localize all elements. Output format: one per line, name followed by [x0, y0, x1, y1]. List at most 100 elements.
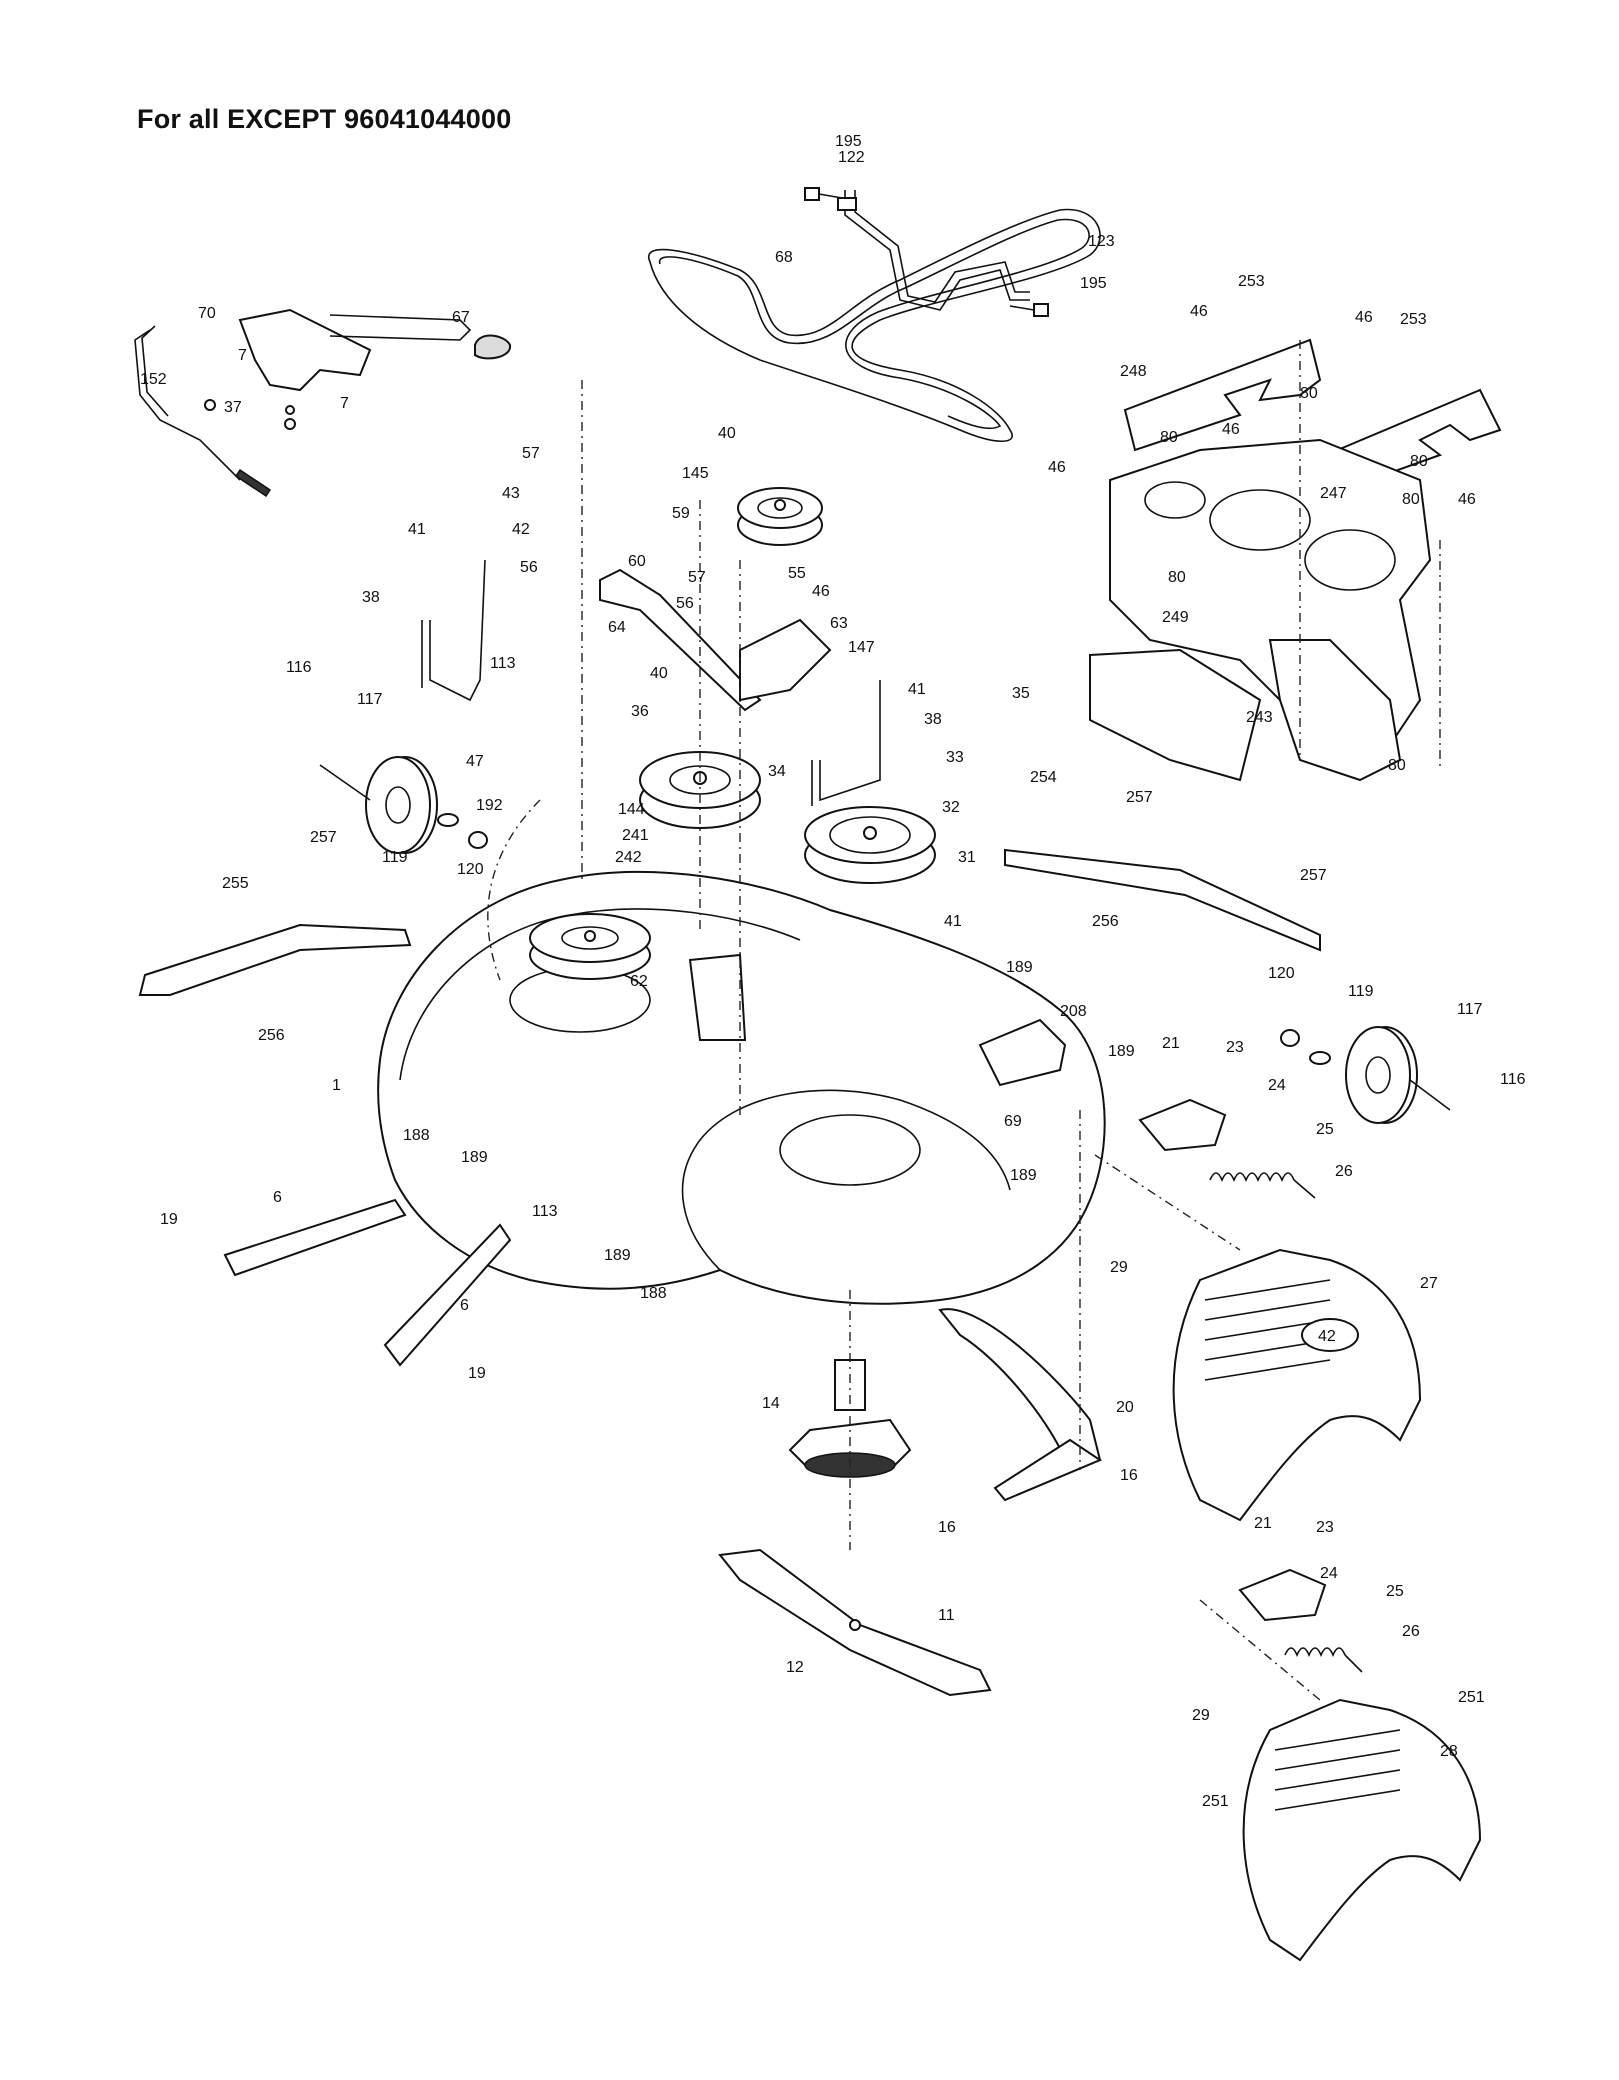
rod-38-left [421, 559, 486, 702]
callout-6: 6 [273, 1189, 282, 1206]
callout-113: 113 [532, 1203, 558, 1220]
callout-119: 119 [382, 849, 408, 866]
callout-29: 29 [1192, 1707, 1210, 1724]
callout-195: 195 [1080, 275, 1107, 292]
callout-46: 46 [1048, 459, 1066, 476]
callout-189: 189 [461, 1149, 488, 1166]
callout-64: 64 [608, 619, 626, 636]
callout-120: 120 [1268, 965, 1295, 982]
callout-46: 46 [1458, 491, 1476, 508]
callout-31: 31 [958, 849, 976, 866]
callout-57: 57 [522, 445, 540, 462]
callout-57: 57 [688, 569, 706, 586]
bolt-195-right [1009, 303, 1049, 317]
callout-21: 21 [1254, 1515, 1272, 1532]
callout-253: 253 [1400, 311, 1427, 328]
spring-25-lower [1284, 1647, 1363, 1673]
callout-68: 68 [775, 249, 793, 266]
callout-29: 29 [1110, 1259, 1128, 1276]
callout-67: 67 [452, 309, 470, 326]
callout-188: 188 [640, 1285, 667, 1302]
callout-188: 188 [403, 1127, 430, 1144]
callout-63: 63 [830, 615, 848, 632]
discharge-deflector-27: 42 [1172, 1248, 1422, 1522]
callout-28: 28 [1440, 1743, 1458, 1760]
callout-80: 80 [1300, 385, 1318, 402]
callout-46: 46 [1190, 303, 1208, 320]
callout-145: 145 [682, 465, 709, 482]
callout-60: 60 [628, 553, 646, 570]
lift-arm-20 [938, 1308, 1103, 1502]
callout-256: 256 [1092, 913, 1119, 930]
spring-25-upper [1209, 1172, 1316, 1199]
callout-123: 123 [1088, 233, 1115, 250]
callout-189: 189 [1108, 1043, 1135, 1060]
callout-11: 11 [938, 1607, 955, 1624]
callout-152: 152 [140, 371, 167, 388]
callout-247: 247 [1320, 485, 1347, 502]
callout-27: 27 [1420, 1275, 1438, 1292]
callout-70: 70 [198, 305, 216, 322]
callout-19: 19 [160, 1211, 178, 1228]
callout-248: 248 [1120, 363, 1147, 380]
callout-47: 47 [466, 753, 484, 770]
callout-23: 23 [1226, 1039, 1244, 1056]
callout-38: 38 [924, 711, 942, 728]
callout-41: 41 [408, 521, 426, 538]
callout-19: 19 [468, 1365, 486, 1382]
callout-257: 257 [1126, 789, 1153, 806]
callout-23: 23 [1316, 1519, 1334, 1536]
callout-257: 257 [1300, 867, 1327, 884]
assembly-centerlines [487, 340, 1441, 1701]
bracket-23-lower [1238, 1568, 1327, 1622]
callout-144: 144 [618, 801, 645, 818]
callout-56: 56 [520, 559, 538, 576]
callout-16: 16 [938, 1519, 956, 1536]
callout-24: 24 [1320, 1565, 1338, 1582]
gauge-wheel-left [319, 756, 488, 854]
callout-33: 33 [946, 749, 964, 766]
callout-12: 12 [786, 1659, 804, 1676]
drive-belt [647, 208, 1101, 443]
rail-254 [1004, 848, 1321, 952]
callout-41: 41 [944, 913, 962, 930]
callout-1: 1 [332, 1077, 341, 1094]
callout-46: 46 [812, 583, 830, 600]
callout-38: 38 [362, 589, 380, 606]
callout-69: 69 [1004, 1113, 1022, 1130]
callout-241: 241 [622, 827, 649, 844]
callout-25: 25 [1386, 1583, 1404, 1600]
callout-249: 249 [1162, 609, 1189, 626]
callout-147: 147 [848, 639, 875, 656]
callout-189: 189 [1006, 959, 1033, 976]
bolt-195-top [804, 187, 843, 201]
callout-59: 59 [672, 505, 690, 522]
idler-pulley-145 [737, 487, 823, 546]
discharge-deflector-28 [1242, 1698, 1482, 1962]
callout-40: 40 [718, 425, 736, 442]
callout-6: 6 [460, 1297, 469, 1314]
callout-7: 7 [238, 347, 247, 364]
callout-242: 242 [615, 849, 642, 866]
callout-42: 42 [512, 521, 530, 538]
callout-26: 26 [1402, 1623, 1420, 1640]
callout-80: 80 [1168, 569, 1186, 586]
callout-16: 16 [1120, 1467, 1138, 1484]
callout-113: 113 [490, 655, 516, 672]
callout-80: 80 [1402, 491, 1420, 508]
bracket-62 [688, 953, 747, 1041]
callout-208: 208 [1060, 1003, 1087, 1020]
deflector-badge-text: 42 [1318, 1328, 1336, 1345]
callout-25: 25 [1316, 1121, 1334, 1138]
rail-255 [138, 923, 412, 996]
callout-116: 116 [1500, 1071, 1526, 1088]
callout-36: 36 [631, 703, 649, 720]
callout-35: 35 [1012, 685, 1030, 702]
callout-20: 20 [1116, 1399, 1134, 1416]
callout-80: 80 [1160, 429, 1178, 446]
bracket-208 [978, 1018, 1067, 1087]
callout-116: 116 [286, 659, 312, 676]
callout-192: 192 [476, 797, 503, 814]
callout-251: 251 [1202, 1793, 1229, 1810]
